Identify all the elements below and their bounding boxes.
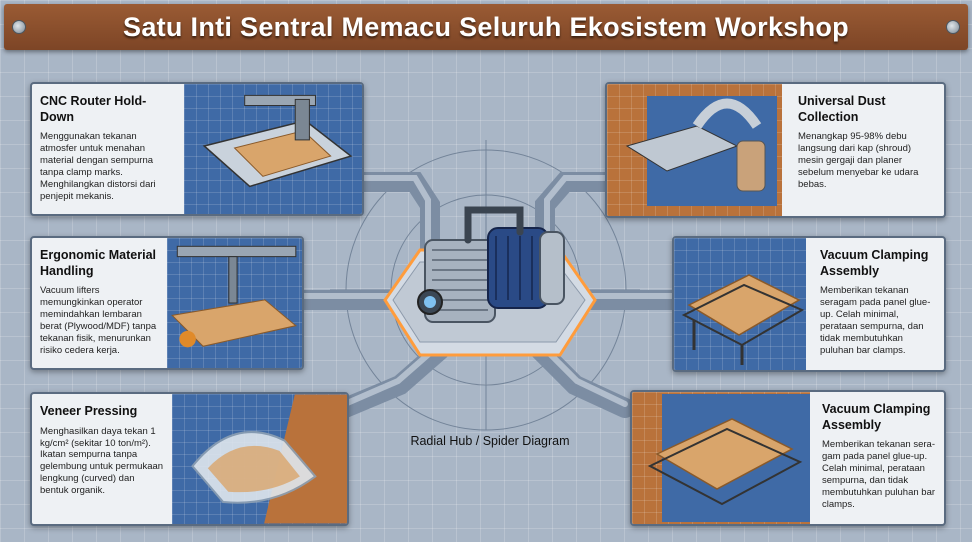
diagram-caption: Radial Hub / Spider Diagram	[410, 434, 570, 448]
screw-icon	[946, 20, 960, 34]
vacuum-clamping-illustration	[632, 392, 810, 524]
screw-icon	[12, 20, 26, 34]
card-vacuum-clamping-2: Vacuum Clamping Assembly Memberikan teka…	[630, 390, 946, 526]
card-text: Menggunakan tekanan atmosfer untuk menah…	[40, 131, 156, 202]
card-dust-collection: Universal Dust Collection Menangkap 95-9…	[605, 82, 946, 218]
veneer-press-illustration	[172, 394, 347, 524]
dust-collection-illustration	[607, 84, 782, 216]
card-text: Memberikan tekanan sera-gam pada panel g…	[822, 439, 936, 510]
pipe-cnc	[350, 172, 440, 260]
card-title: Universal Dust Collection	[798, 94, 886, 124]
card-title: CNC Router Hold-Down	[40, 94, 147, 124]
vacuum-lifter-illustration	[167, 238, 302, 368]
title-banner: Satu Inti Sentral Memacu Seluruh Ekosist…	[4, 4, 968, 50]
vacuum-clamping-illustration	[674, 238, 806, 370]
pipe-clamp2	[530, 340, 635, 418]
pipe-veneer	[335, 340, 450, 418]
card-text: Memberikan tekanan seragam pada panel gl…	[820, 285, 931, 356]
card-text: Menghasilkan daya tekan 1 kg/cm² (sekita…	[40, 425, 164, 496]
card-vacuum-clamping-1: Vacuum Clamping Assembly Memberikan teka…	[672, 236, 946, 372]
card-title: Ergonomic Material Handling	[40, 248, 156, 278]
cnc-router-illustration	[184, 84, 362, 214]
page-title: Satu Inti Sentral Memacu Seluruh Ekosist…	[123, 12, 849, 42]
card-cnc-router: CNC Router Hold-Down Menggunakan tekanan…	[30, 82, 364, 216]
card-veneer-pressing: Veneer Pressing Menghasilkan daya tekan …	[30, 392, 349, 526]
card-text: Vacuum lifters memungkinkan operator mem…	[40, 285, 157, 356]
card-title: Veneer Pressing	[40, 404, 138, 418]
card-title: Vacuum Clamping Assembly	[822, 402, 931, 432]
card-text: Menangkap 95-98% debu langsung dari kap …	[798, 131, 919, 190]
card-title: Vacuum Clamping Assembly	[820, 248, 929, 278]
card-ergonomic-handling: Ergonomic Material Handling Vacuum lifte…	[30, 236, 304, 370]
